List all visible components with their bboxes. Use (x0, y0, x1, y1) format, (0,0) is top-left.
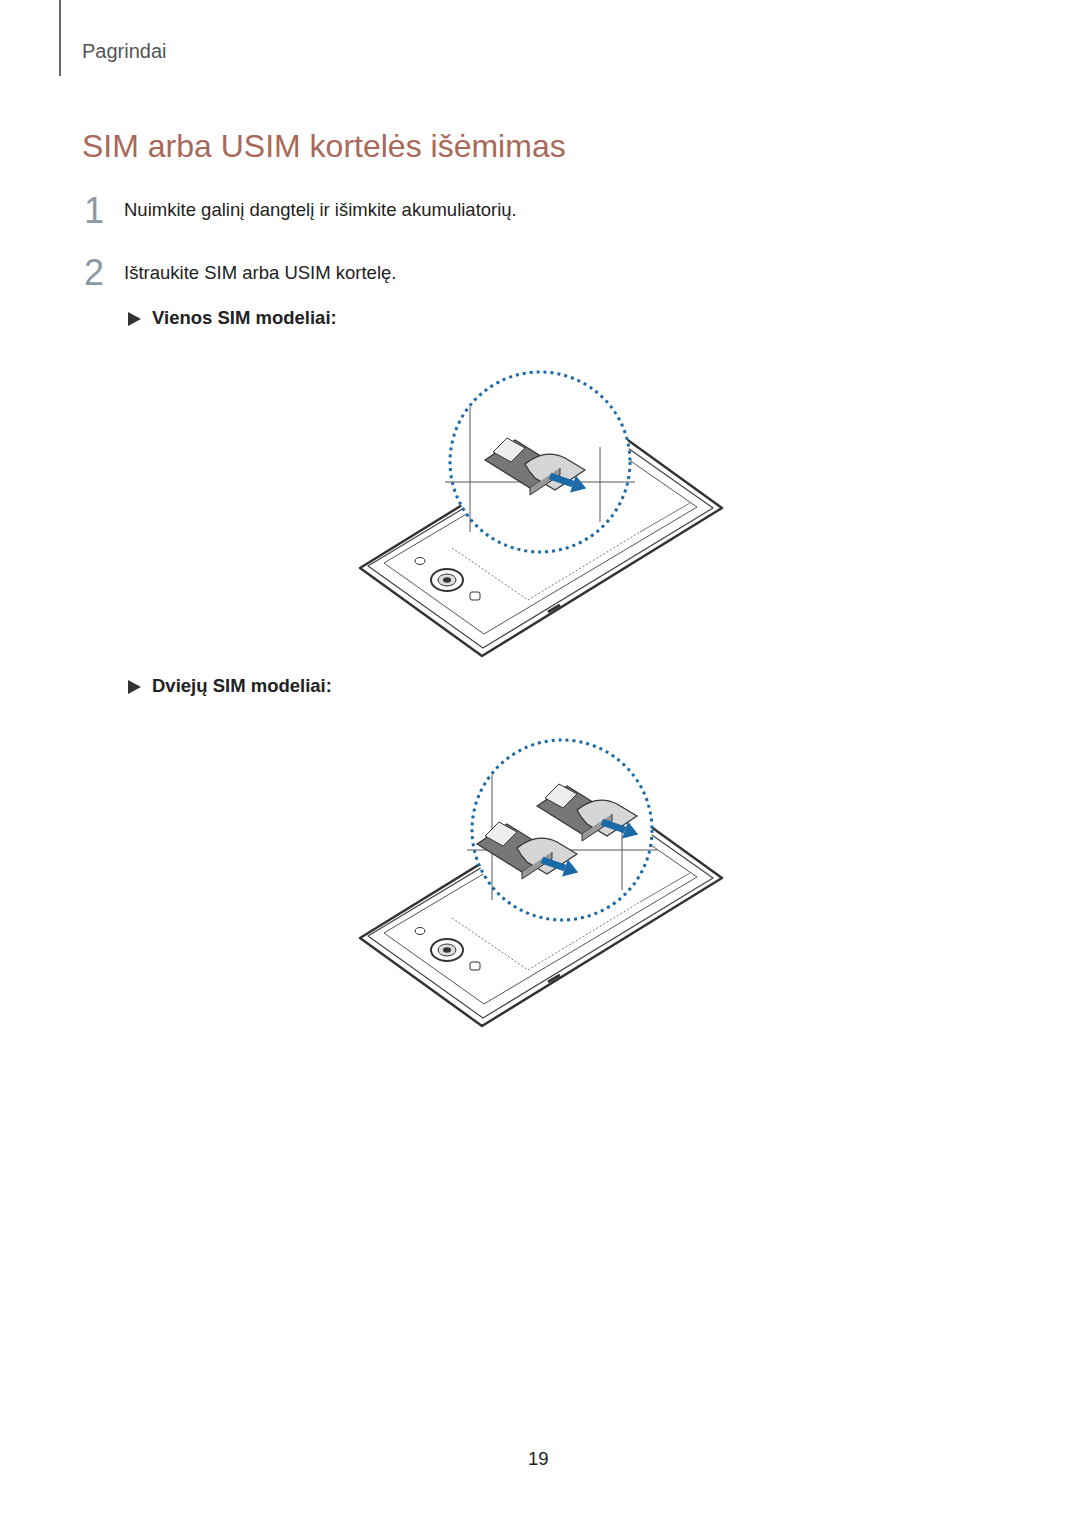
bullet-arrow (128, 680, 141, 694)
detail-circle (445, 372, 635, 552)
page-number: 19 (528, 1448, 549, 1469)
section-header: Pagrindai (82, 40, 167, 63)
model-heading: Dviejų SIM modeliai: (152, 675, 332, 696)
page-title: SIM arba USIM kortelės išėmimas (82, 128, 566, 165)
header-rule (59, 0, 61, 76)
bullet-arrow (128, 312, 141, 326)
step-number: 2 (84, 252, 104, 293)
step-number: 1 (84, 190, 104, 231)
detail-circle (467, 740, 657, 920)
model-heading: Vienos SIM modeliai: (152, 307, 337, 328)
step-text: Ištraukite SIM arba USIM kortelę. (124, 262, 396, 283)
step-text: Nuimkite galinį dangtelį ir išimkite aku… (124, 199, 517, 220)
